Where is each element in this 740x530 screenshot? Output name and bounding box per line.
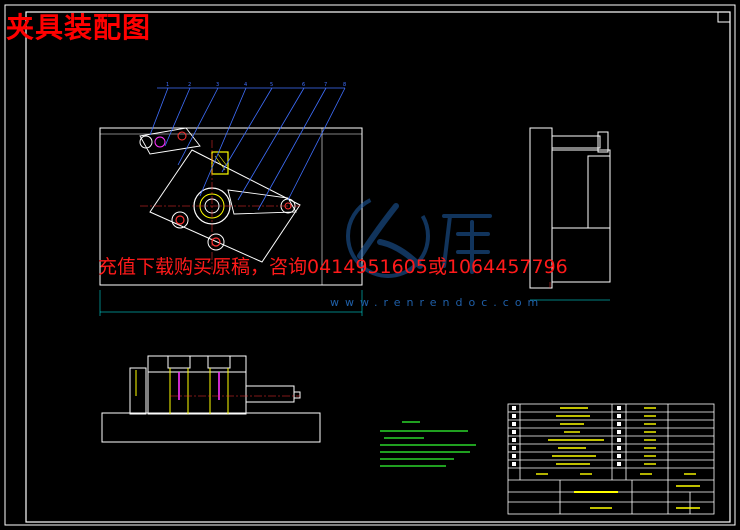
watermark-logo (346, 194, 492, 278)
bottom-view (101, 355, 321, 443)
svg-text:7: 7 (324, 82, 327, 88)
base-section (101, 412, 321, 443)
bolt-hole (175, 215, 185, 225)
corner-mark (717, 12, 730, 23)
svg-text:3: 3 (216, 82, 219, 88)
svg-text:2: 2 (188, 82, 191, 88)
row-numbers (512, 406, 621, 466)
front-view: 1 2 3 4 5 6 7 8 (99, 82, 363, 316)
outer-frame (4, 4, 736, 526)
parts-list-entries (536, 407, 700, 509)
svg-text:5: 5 (270, 82, 273, 88)
purchase-notice: 充值下载购买原稿，咨询0414951605或1064457796 (98, 256, 568, 278)
watermark-site: www.renrendoc.com (330, 296, 545, 309)
clamp-lever (139, 127, 201, 155)
svg-text:4: 4 (244, 82, 247, 88)
connecting-arm (227, 189, 297, 215)
inner-frame (25, 11, 731, 523)
svg-text:6: 6 (302, 82, 305, 88)
tilted-fixture-body (149, 149, 301, 263)
svg-text:8: 8 (343, 82, 346, 88)
svg-text:1: 1 (166, 82, 169, 88)
side-view (529, 127, 611, 301)
technical-notes (380, 421, 476, 467)
title-block (507, 403, 715, 515)
drawing-title: 夹具装配图 (6, 11, 152, 44)
locating-block (211, 151, 229, 175)
part-leaders (149, 87, 346, 211)
